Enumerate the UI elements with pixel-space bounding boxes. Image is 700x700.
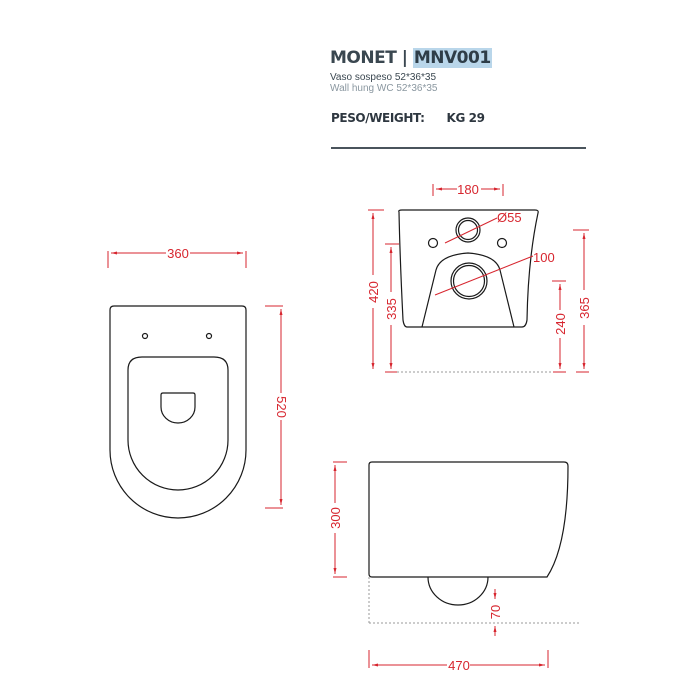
outlet-height-label: 240 xyxy=(553,313,568,335)
weight-label: PESO/WEIGHT: xyxy=(331,111,425,125)
product-header: MONET | MNV001 Vaso sospeso 52*36*35 Wal… xyxy=(330,48,492,94)
trap-height-label: 70 xyxy=(488,605,503,619)
outlet-diameter-label: 100 xyxy=(533,250,555,265)
rear-view: 180 Ø55 100 420 335 240 365 xyxy=(366,182,592,373)
top-width-label: 360 xyxy=(167,246,189,261)
bolt-spacing-label: 180 xyxy=(457,182,479,197)
side-depth-label: 470 xyxy=(448,658,470,673)
product-name: MONET | xyxy=(330,48,413,68)
inlet-diameter-label: Ø55 xyxy=(497,210,522,225)
side-dimension-lines xyxy=(333,461,549,668)
rear-height-label: 420 xyxy=(366,281,381,303)
wall-floor-reference xyxy=(368,577,580,624)
subtitle-english: Wall hung WC 52*36*35 xyxy=(330,83,438,94)
rear-dimension-lines xyxy=(368,184,589,373)
top-view: 360 520 xyxy=(107,246,289,519)
top-length-dimension xyxy=(265,305,283,509)
weight-row: PESO/WEIGHT: KG 29 xyxy=(331,111,485,125)
total-height-label: 365 xyxy=(577,297,592,319)
toilet-rear-outline xyxy=(398,209,539,328)
subtitle-italian: Vaso sospeso 52*36*35 xyxy=(330,72,437,83)
top-length-label: 520 xyxy=(274,396,289,418)
top-width-dimension xyxy=(107,251,247,268)
side-view: 300 70 470 xyxy=(328,461,580,673)
product-code: MNV001 xyxy=(412,48,492,68)
side-height-label: 300 xyxy=(328,507,343,529)
weight-value: KG 29 xyxy=(446,111,485,125)
toilet-side-outline xyxy=(368,461,569,606)
header-divider xyxy=(331,147,586,149)
toilet-top-outline xyxy=(109,305,247,519)
inlet-height-label: 335 xyxy=(384,298,399,320)
product-title: MONET | MNV001 xyxy=(330,48,492,68)
